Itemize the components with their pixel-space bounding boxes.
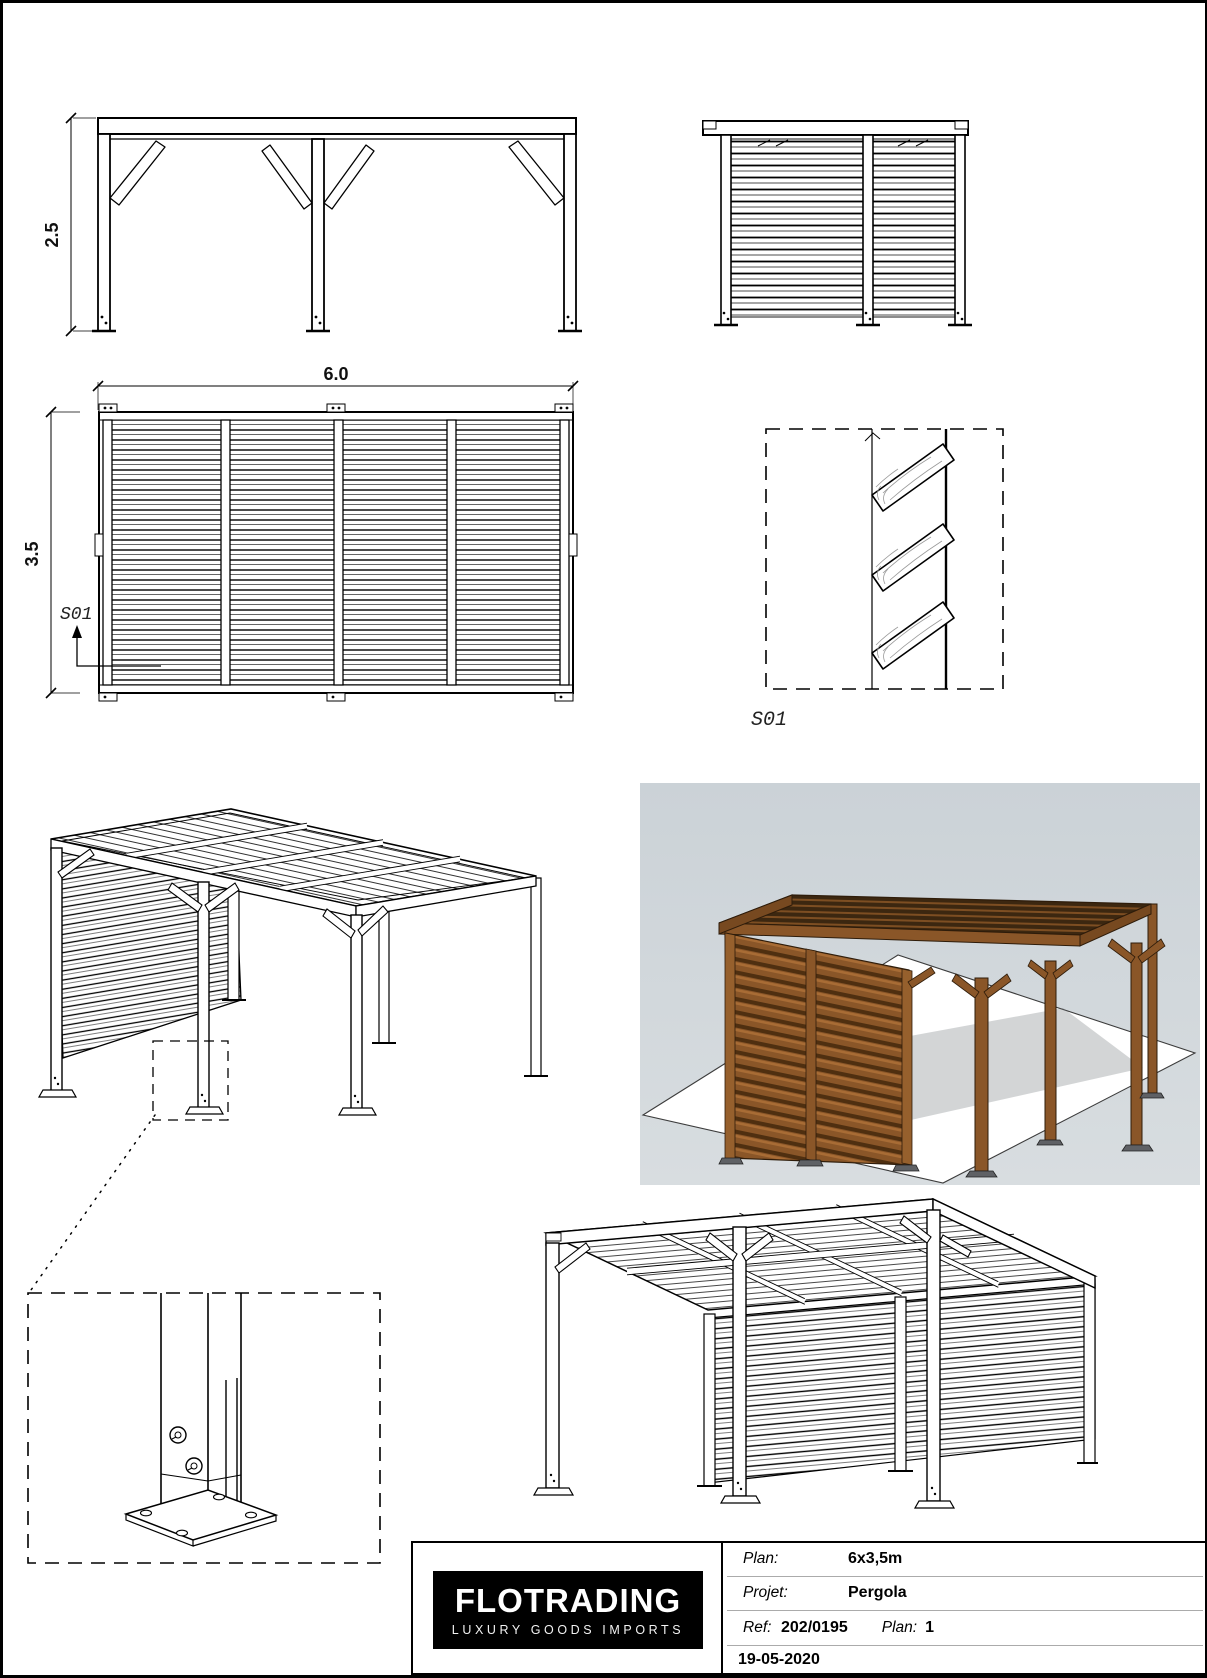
side-elevation-view bbox=[702, 120, 972, 327]
plan-label: Plan: bbox=[743, 1549, 779, 1567]
logo-title: FLOTRADING bbox=[454, 1581, 682, 1619]
louver-blades bbox=[871, 443, 955, 670]
roof-plan-view: 6.0 3.5 S01 bbox=[22, 364, 579, 702]
iso-left-bases bbox=[37, 1076, 378, 1116]
section-detail-label: S01 bbox=[751, 709, 787, 732]
dim-depth-label: 3.5 bbox=[22, 541, 42, 566]
post-bases bbox=[92, 315, 582, 333]
projet-label: Projet: bbox=[743, 1584, 788, 1601]
plan-number-label: Plan: bbox=[881, 1618, 918, 1636]
plate-holes bbox=[139, 1493, 258, 1537]
company-logo: FLOTRADING LUXURY GOODS IMPORTS bbox=[433, 1571, 703, 1649]
title-row-plan: Plan: 6x3,5m bbox=[721, 1541, 1205, 1576]
section-marker-label: S01 bbox=[60, 605, 92, 625]
post-base-detail-view bbox=[27, 1114, 381, 1564]
date-value: 19-05-2020 bbox=[738, 1650, 820, 1668]
logo-subtitle: LUXURY GOODS IMPORTS bbox=[451, 1622, 685, 1637]
projet-value: Pergola bbox=[848, 1584, 907, 1601]
front-elevation-view: 2.5 bbox=[42, 112, 582, 337]
title-row-date: 19-05-2020 bbox=[721, 1645, 1205, 1674]
detail-callout-box bbox=[152, 1040, 229, 1121]
render-3d-view bbox=[640, 783, 1200, 1185]
render-post-bases bbox=[718, 1092, 1165, 1178]
iso-right-bases bbox=[532, 1473, 956, 1509]
width-dimension: 6.0 bbox=[92, 364, 579, 410]
title-row-ref: Ref: 202/0195 Plan: 1 bbox=[721, 1610, 1205, 1645]
post-bolts bbox=[169, 1426, 203, 1475]
height-dimension: 2.5 bbox=[42, 112, 96, 337]
detail-leader-line bbox=[30, 1114, 156, 1291]
connector-tabs bbox=[94, 403, 578, 702]
title-row-projet: Projet: Pergola bbox=[721, 1576, 1205, 1610]
plan-value: 6x3,5m bbox=[848, 1549, 903, 1567]
isometric-view-right bbox=[532, 1197, 1098, 1509]
section-detail-view: S01 bbox=[751, 428, 1004, 732]
dim-height-label: 2.5 bbox=[42, 222, 62, 247]
ref-label: Ref: bbox=[743, 1618, 772, 1636]
depth-dimension: 3.5 bbox=[22, 406, 80, 699]
plan-number-value: 1 bbox=[925, 1618, 934, 1636]
dim-width-label: 6.0 bbox=[323, 364, 348, 384]
ref-value: 202/0195 bbox=[781, 1618, 848, 1636]
isometric-view-left bbox=[37, 808, 548, 1121]
